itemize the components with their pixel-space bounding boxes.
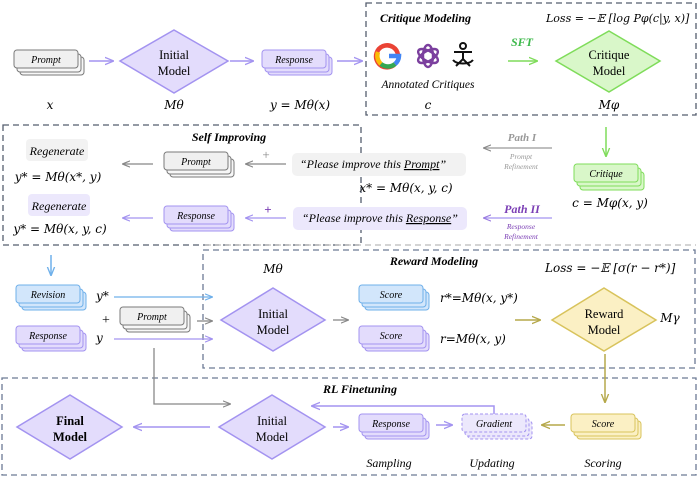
annotated-var: c [425, 98, 432, 112]
openai-icon [416, 43, 440, 69]
reward-initial-model-var: Mθ [262, 262, 283, 276]
reward-loss: Loss = −𝔼 [σ(r − r*)] [544, 261, 676, 275]
initial-model-label-1: Initial [258, 307, 288, 321]
regenerate-label-2: Regenerate [31, 199, 87, 213]
sft-label: SFT [511, 35, 534, 49]
response-label: Response [274, 55, 313, 66]
initial-model-top: Initial Model [118, 29, 230, 94]
self-improving-title: Self Improving [192, 130, 266, 144]
reward-model: Reward Model [550, 287, 658, 352]
initial-model-label-1: Initial [257, 414, 287, 428]
critique-model-label-2: Model [593, 64, 626, 78]
response-stack-top: Response [261, 49, 333, 76]
prompt-var: x [47, 98, 54, 112]
prompt-instruction: “Please improve this Prompt” [300, 157, 446, 171]
regenerate-bg-2 [28, 194, 90, 216]
plus-1: + [262, 147, 269, 162]
regenerate-bg-1 [26, 139, 88, 161]
initial-model-label-2: Model [256, 430, 289, 444]
prompt-to-rl-arrow [153, 348, 230, 404]
critique-loss: Loss = −𝔼 [log Pφ(c|y, x)] [545, 12, 690, 26]
critique-model-var: Mφ [598, 98, 620, 112]
reward-model-var: Mγ [659, 311, 680, 325]
critique-label: Critique [589, 169, 623, 180]
regenerate-formula-1: y* = Mθ(x*, y) [14, 170, 102, 184]
final-model: Final Model [15, 394, 124, 460]
reward-model-label-2: Model [588, 323, 621, 337]
critique-model-label-1: Critique [589, 48, 630, 62]
prompt-label: Prompt [136, 312, 167, 323]
response-label: Response [28, 331, 67, 342]
reward-modeling-section [202, 249, 696, 369]
score-positive-formula: r*=Mθ(x, y*) [440, 291, 518, 305]
response-var: y [95, 331, 103, 345]
critique-modeling-title: Critique Modeling [380, 11, 471, 25]
score-label: Score [380, 290, 403, 301]
annotated-critiques-label: Annotated Critiques [381, 79, 475, 91]
score-label: Score [592, 419, 615, 430]
revision-var: y* [95, 289, 109, 303]
prompt-label: Prompt [180, 157, 211, 168]
score-label: Score [380, 331, 403, 342]
gradient-stack: Gradient [461, 413, 533, 440]
reward-modeling-title: Reward Modeling [389, 254, 478, 268]
path2-sub2: Refinement [503, 232, 539, 241]
plus-3: + [102, 313, 110, 328]
response-instruction: “Please improve this Response” [302, 211, 458, 225]
prompt-label: Prompt [30, 55, 61, 66]
updating-label: Updating [469, 456, 514, 470]
prompt-stack-self: Prompt [163, 151, 235, 178]
critique-var: c = Mφ(x, y) [572, 196, 648, 210]
regenerate-formula-2: y* = Mθ(x, y, c) [12, 222, 107, 236]
prompt-instruction-bg [292, 153, 466, 176]
response-instruction-bg [293, 207, 467, 230]
critique-model: Critique Model [554, 30, 662, 93]
rl-finetuning-section [1, 377, 697, 476]
final-model-label-1: Final [56, 414, 84, 428]
reward-model-label-1: Reward [585, 307, 625, 321]
initial-model-label-2: Model [158, 64, 191, 78]
response-var: y = Mθ(x) [269, 98, 330, 112]
score-stack-positive: Score [358, 284, 430, 311]
path1-sub2: Refinement [503, 162, 539, 171]
gradient-label: Gradient [476, 419, 512, 430]
score-stack-negative: Score [358, 325, 430, 352]
path1-sub1: Prompt [509, 152, 533, 161]
response-label: Response [371, 419, 410, 430]
prompt-refine-formula: x* = Mθ(x, y, c) [359, 181, 453, 195]
prompt-stack-reward: Prompt [119, 306, 191, 333]
scoring-label: Scoring [584, 456, 621, 470]
initial-model-label-1: Initial [159, 48, 189, 62]
path2-sub1: Response [506, 222, 536, 231]
sampling-label: Sampling [366, 456, 411, 470]
path1-title: Path I [508, 132, 537, 144]
final-model-label-2: Model [53, 430, 88, 444]
response-stack-self: Response [163, 205, 235, 232]
critique-modeling-section [365, 2, 697, 116]
human-annotator-icon [452, 42, 474, 67]
critique-stack: Critique [573, 163, 645, 191]
self-improving-section [2, 124, 362, 246]
response-stack-rl: Response [358, 413, 430, 440]
gradient-to-model-arrow [312, 406, 495, 414]
score-stack-rl: Score [570, 413, 642, 440]
revision-stack: Revision [15, 284, 87, 311]
regenerate-label-1: Regenerate [29, 144, 85, 158]
initial-model-var: Mθ [163, 98, 184, 112]
initial-model-label-2: Model [257, 323, 290, 337]
response-stack-reward: Response [15, 325, 87, 352]
prompt-stack-top: Prompt [13, 49, 85, 76]
initial-model-rl: Initial Model [217, 394, 327, 460]
plus-2: + [264, 202, 271, 217]
rl-finetuning-title: RL Finetuning [322, 382, 397, 396]
google-icon [373, 43, 402, 70]
score-negative-formula: r=Mθ(x, y) [440, 332, 506, 346]
initial-model-reward: Initial Model [219, 287, 327, 352]
response-label: Response [176, 211, 215, 222]
path2-title: Path II [504, 202, 541, 216]
revision-label: Revision [30, 290, 65, 301]
